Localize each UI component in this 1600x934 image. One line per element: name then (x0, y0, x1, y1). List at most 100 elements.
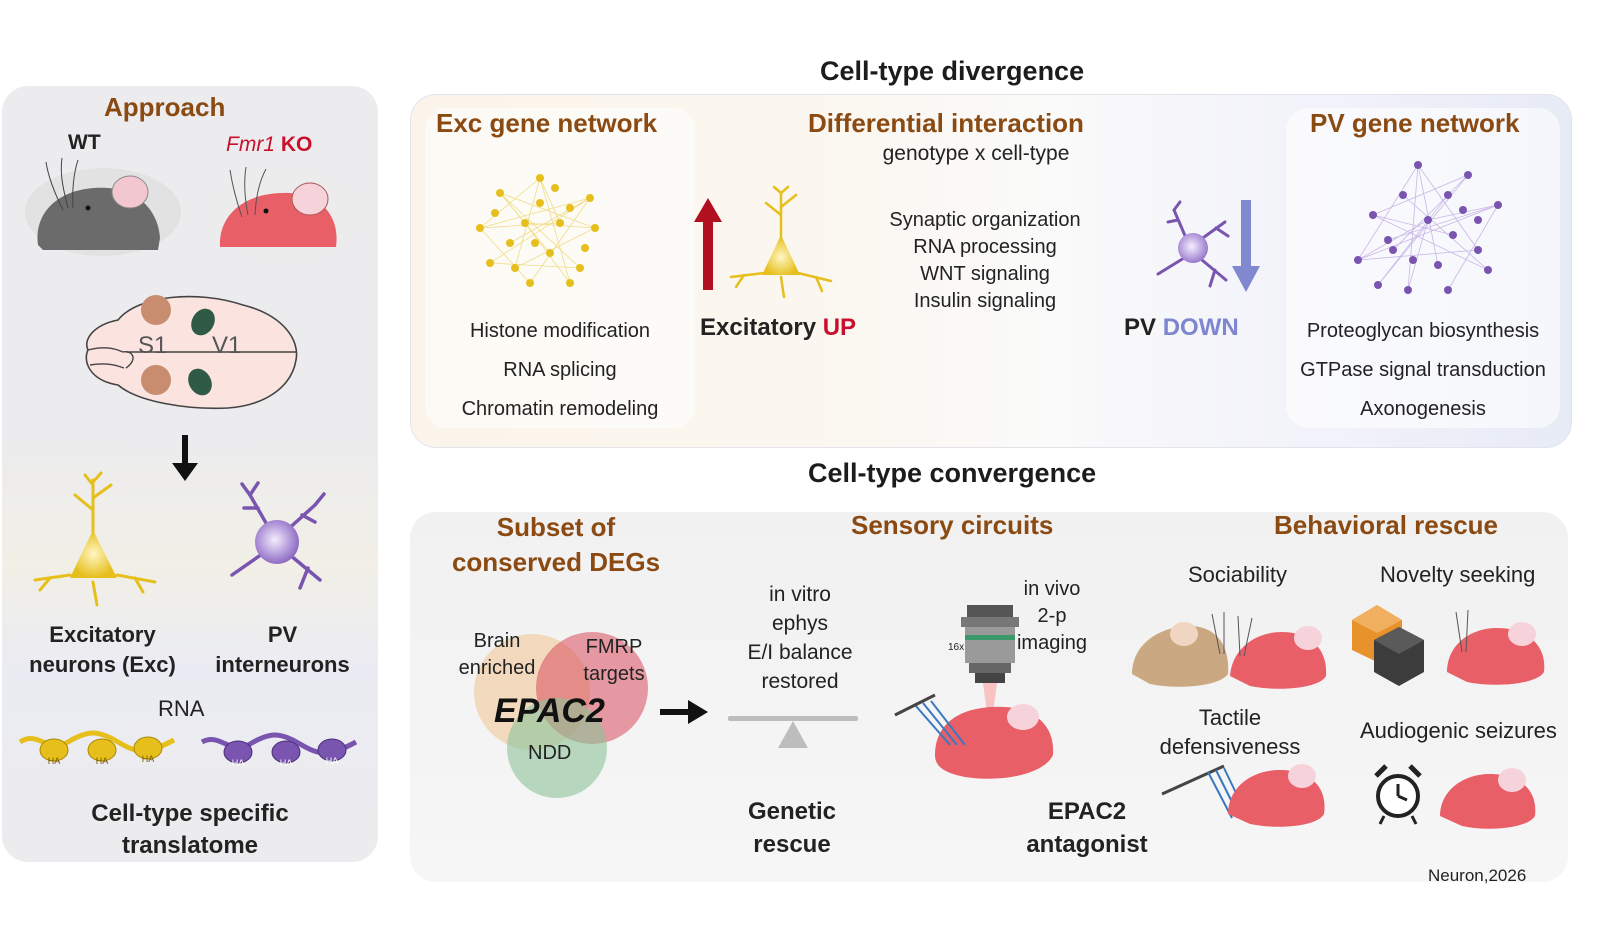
brain-icon (85, 295, 298, 410)
pv-neuron-label-line2: interneurons (215, 652, 350, 677)
exc-term: Histone modification (469, 320, 651, 342)
genetic-rescue-line1: Genetic (747, 798, 837, 825)
invitro-line: in vitro (769, 583, 831, 606)
divergence-title: Cell-type divergence (820, 56, 1085, 86)
novelty-seeking-icon (1352, 605, 1545, 686)
pv-term: Axonogenesis (1360, 398, 1486, 420)
differential-term: WNT signaling (920, 263, 1050, 285)
subset-title: Subset of conserved DEGs (430, 510, 682, 580)
pv-down-prefix: PV (1124, 314, 1163, 341)
novelty-seeking-label: Novelty seeking (1380, 562, 1536, 587)
exc-network-box (425, 108, 695, 428)
ko-label: Fmr1 KO (226, 133, 312, 157)
venn-fmrp-line2: targets (583, 663, 645, 685)
invitro-line: restored (761, 670, 839, 693)
invitro-text: in vitro ephys E/I balance restored (720, 580, 880, 696)
invivo-line: in vivo (1023, 578, 1081, 600)
venn-brain-line2: enriched (458, 657, 536, 679)
subset-title-line1: Subset of (496, 512, 616, 542)
pv-neuron-label-line1: PV (267, 622, 298, 647)
exc-neuron-label-line1: Excitatory (49, 622, 156, 647)
arrow-right-icon (660, 700, 708, 724)
exc-network-terms: Histone modification RNA splicing Chroma… (425, 312, 695, 429)
pv-network-box (1286, 108, 1560, 428)
differential-term: RNA processing (913, 236, 1057, 258)
pv-network-terms: Proteoglycan biosynthesis GTPase signal … (1280, 312, 1566, 429)
tactile-stimulus-mouse-icon (1161, 764, 1325, 827)
excitatory-up-label: Excitatory UP (700, 314, 856, 342)
approach-title: Approach (104, 92, 226, 122)
exc-gene-network-icon (476, 174, 599, 287)
brain-v1-label: V1 (212, 332, 242, 359)
sensory-title: Sensory circuits (851, 510, 1054, 540)
venn-fmrp-line1: FMRP (585, 636, 643, 658)
differential-terms: Synaptic organization RNA processing WNT… (850, 207, 1120, 315)
tactile-defensiveness-label: Tactile defensiveness (1150, 703, 1310, 761)
up-arrow-icon (694, 198, 722, 290)
exc-term: RNA splicing (503, 359, 617, 381)
citation: Neuron,2026 (1428, 866, 1527, 885)
audiogenic-seizures-label: Audiogenic seizures (1360, 718, 1557, 743)
invitro-line: ephys (771, 612, 829, 635)
balance-scale-icon (728, 716, 858, 748)
behavioral-title: Behavioral rescue (1274, 510, 1499, 540)
alarm-clock-mouse-icon (1374, 764, 1536, 829)
pv-interneuron-icon (230, 481, 326, 590)
sociability-label: Sociability (1188, 562, 1288, 587)
sociability-mice-icon (1132, 612, 1327, 689)
excitatory-neuron-small-icon (729, 185, 833, 299)
venn-fmrp-targets: FMRP targets (570, 634, 658, 688)
pv-down-emph: DOWN (1162, 314, 1239, 341)
venn-center-epac2: EPAC2 (494, 692, 605, 730)
invivo-text: in vivo 2-p imaging (1012, 576, 1092, 657)
brain-s1-label: S1 (138, 332, 168, 359)
ha-tag-5: HA (280, 758, 293, 768)
pv-neuron-small-icon (1156, 200, 1230, 288)
differential-term: Synaptic organization (889, 209, 1081, 231)
ha-tag-1: HA (48, 756, 61, 766)
antagonist-line1: EPAC2 (1047, 798, 1127, 825)
wt-label: WT (68, 131, 101, 154)
pv-term: Proteoglycan biosynthesis (1306, 320, 1540, 342)
ha-tag-6: HA (326, 756, 339, 766)
excitatory-neuron-icon (33, 471, 157, 607)
excitatory-up-emph: UP (822, 314, 857, 341)
subset-title-line2: conserved DEGs (451, 547, 661, 577)
venn-brain-line1: Brain (473, 630, 521, 652)
ha-tag-2: HA (96, 756, 109, 766)
excitatory-up-prefix: Excitatory (700, 314, 823, 341)
invitro-line: E/I balance (747, 641, 853, 664)
differential-term: Insulin signaling (913, 290, 1057, 312)
invivo-line: 2-p (1037, 605, 1067, 627)
epac2-antagonist-label: EPAC2 antagonist (1012, 795, 1162, 861)
invivo-line: imaging (1016, 632, 1088, 654)
arrow-down-icon (172, 435, 198, 481)
rna-label: RNA (158, 696, 205, 721)
tactile-line1: Tactile (1198, 705, 1262, 730)
exc-neuron-label: Excitatory neurons (Exc) (0, 620, 205, 680)
pv-network-title: PV gene network (1310, 108, 1520, 138)
ko-suffix: KO (275, 133, 313, 156)
pv-ribosome-ha-icon: HA HA HA (200, 732, 358, 768)
exc-network-title: Exc gene network (436, 108, 658, 138)
pv-term: GTPase signal transduction (1300, 359, 1546, 381)
two-photon-imaging-icon (894, 605, 1054, 779)
objective-16x-label: 16x (948, 642, 965, 653)
differential-interaction-title: Differential interaction (808, 108, 1084, 138)
translatome-label-line1: Cell-type specific (91, 800, 289, 827)
ko-gene-name: Fmr1 (226, 133, 275, 156)
wt-mouse-icon (25, 157, 181, 256)
ha-tag-3: HA (142, 754, 155, 764)
translatome-label: Cell-type specific translatome (20, 798, 360, 862)
exc-ribosome-ha-icon: HA HA HA (18, 730, 176, 766)
venn-ndd: NDD (528, 742, 572, 764)
down-arrow-icon (1232, 200, 1260, 292)
genetic-rescue-line2: rescue (753, 831, 831, 858)
pv-neuron-label: PV interneurons (195, 620, 370, 680)
translatome-label-line2: translatome (121, 832, 259, 859)
convergence-title: Cell-type convergence (808, 458, 1097, 488)
exc-term: Chromatin remodeling (461, 398, 659, 420)
antagonist-line2: antagonist (1026, 831, 1148, 858)
ko-mouse-icon (207, 166, 363, 261)
exc-neuron-label-line2: neurons (Exc) (29, 652, 176, 677)
